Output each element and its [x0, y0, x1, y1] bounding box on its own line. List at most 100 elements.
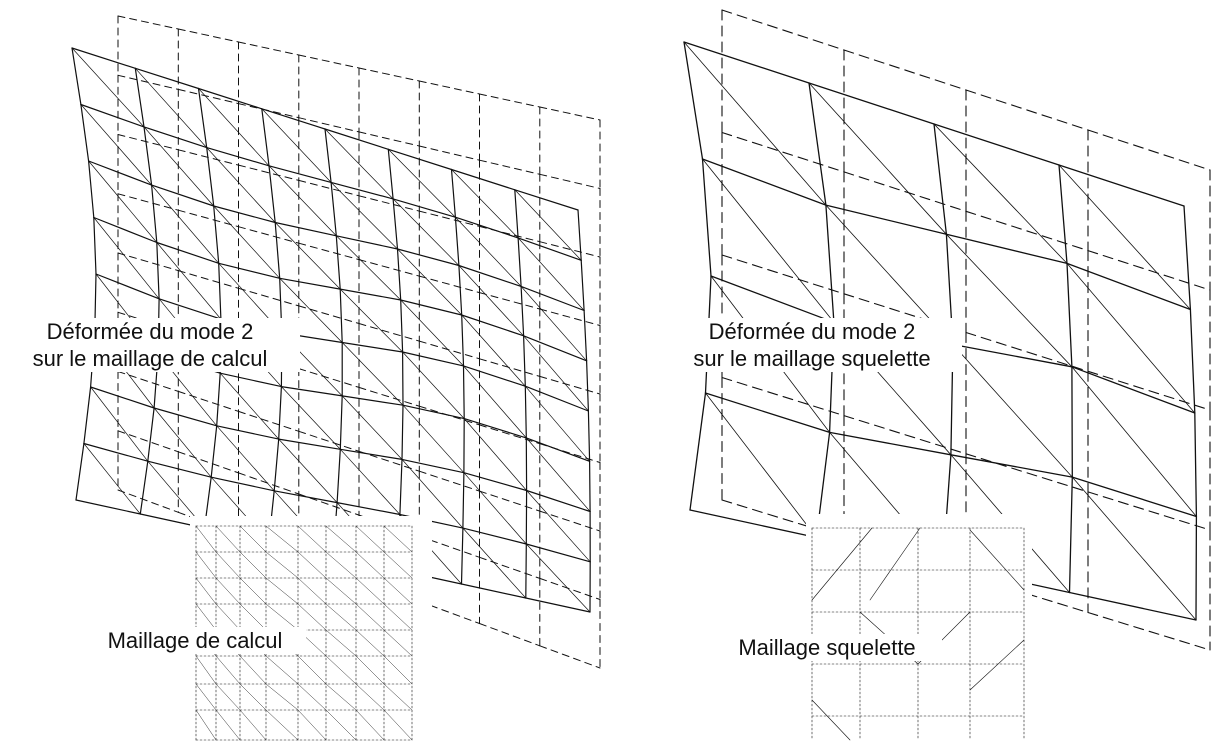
deformed-skeleton-horizontal-edge — [1071, 476, 1198, 518]
deformed-mesh-diagonal-edge — [455, 216, 522, 287]
deformed-mesh-diagonal-edge — [458, 265, 524, 337]
undeformed-mesh-horizontal-edge — [177, 209, 239, 228]
undeformed-mesh-horizontal-edge — [539, 308, 601, 326]
deformed-mesh-diagonal-edge — [143, 126, 215, 207]
computation-inset-diagonal-line — [297, 551, 327, 579]
undeformed-mesh-horizontal-edge — [479, 424, 541, 445]
deformed-mesh-horizontal-edge — [450, 168, 516, 191]
skeleton-mesh-deformed-label-line2: sur le maillage squelette — [693, 346, 931, 371]
deformed-mesh-vertical-edge — [80, 103, 90, 162]
undeformed-mesh-horizontal-edge — [298, 368, 360, 388]
deformed-mesh-diagonal-edge — [520, 286, 587, 362]
deformed-skeleton-diagonal-edge — [683, 41, 827, 206]
undeformed-skeleton-horizontal-edge — [843, 415, 967, 455]
skeleton-mesh-deformed-label-line1: Déformée du mode 2 — [708, 319, 916, 344]
undeformed-skeleton-horizontal-edge — [1087, 370, 1211, 411]
undeformed-mesh-horizontal-edge — [117, 193, 179, 211]
undeformed-mesh-horizontal-edge — [117, 371, 179, 392]
deformed-mesh-horizontal-edge — [514, 189, 579, 211]
deformed-mesh-vertical-edge — [210, 425, 218, 478]
computation-inset-diagonal-line — [325, 551, 357, 579]
deformed-mesh-horizontal-edge — [89, 386, 155, 409]
deformed-mesh-horizontal-edge — [280, 386, 343, 397]
deformed-mesh-horizontal-edge — [80, 103, 145, 128]
deformed-mesh-diagonal-edge — [451, 169, 519, 239]
deformed-skeleton-diagonal-edge — [952, 344, 1073, 478]
deformed-skeleton-horizontal-edge — [689, 509, 818, 539]
computation-inset-diagonal-line — [325, 577, 357, 605]
deformed-mesh-horizontal-edge — [278, 438, 341, 450]
deformed-mesh-vertical-edge — [151, 184, 158, 244]
deformed-mesh-horizontal-edge — [336, 502, 401, 516]
deformed-mesh-diagonal-edge — [213, 205, 281, 279]
deformed-mesh-diagonal-edge — [387, 148, 456, 218]
undeformed-mesh-horizontal-edge — [298, 430, 360, 452]
deformed-mesh-vertical-edge — [454, 216, 460, 267]
undeformed-mesh-horizontal-edge — [418, 210, 480, 227]
computation-inset-diagonal-line — [297, 525, 327, 553]
deformed-skeleton-vertical-edge — [701, 158, 712, 277]
undeformed-mesh-horizontal-edge — [117, 15, 179, 30]
deformed-mesh-diagonal-edge — [216, 425, 275, 492]
deformed-mesh-vertical-edge — [450, 168, 456, 218]
deformed-mesh-vertical-edge — [461, 314, 465, 367]
deformed-mesh-diagonal-edge — [341, 395, 403, 460]
deformed-mesh-horizontal-edge — [197, 87, 263, 110]
deformed-skeleton-horizontal-edge — [1068, 591, 1197, 621]
deformed-mesh-vertical-edge — [216, 372, 221, 427]
deformed-mesh-diagonal-edge — [463, 365, 527, 439]
computation-inset-diagonal-line — [325, 683, 357, 711]
computation-inset-diagonal-line — [325, 709, 357, 741]
deformed-mesh-horizontal-edge — [147, 460, 212, 478]
deformed-mesh-horizontal-edge — [93, 216, 158, 244]
deformed-mesh-vertical-edge — [517, 237, 522, 287]
deformed-mesh-horizontal-edge — [339, 288, 402, 301]
deformed-mesh-vertical-edge — [580, 259, 585, 312]
deformed-mesh-diagonal-edge — [268, 165, 337, 237]
computation-inset-diagonal-line — [195, 709, 217, 741]
deformed-mesh-horizontal-edge — [341, 341, 404, 353]
computation-inset-diagonal-line — [215, 709, 241, 741]
skeleton-inset-diagonal-line — [969, 529, 1025, 591]
computation-inset-diagonal-line — [355, 577, 385, 605]
undeformed-mesh-horizontal-edge — [539, 241, 601, 258]
deformed-mesh-vertical-edge — [71, 47, 82, 106]
undeformed-mesh-horizontal-edge — [418, 470, 480, 492]
deformed-mesh-diagonal-edge — [523, 335, 589, 412]
deformed-mesh-horizontal-edge — [525, 597, 591, 613]
deformed-mesh-horizontal-edge — [156, 241, 220, 264]
deformed-mesh-diagonal-edge — [525, 543, 591, 613]
deformed-mesh-horizontal-edge — [218, 262, 281, 279]
undeformed-mesh-horizontal-edge — [358, 259, 420, 277]
deformed-skeleton-horizontal-edge — [808, 82, 935, 125]
computation-inset-diagonal-line — [355, 525, 385, 553]
deformed-mesh-vertical-edge — [577, 209, 582, 261]
undeformed-mesh-horizontal-edge — [298, 117, 360, 133]
deformed-mesh-diagonal-edge — [524, 385, 590, 462]
computation-inset-diagonal-line — [239, 525, 267, 553]
deformed-mesh-vertical-edge — [273, 438, 280, 492]
undeformed-mesh-horizontal-edge — [418, 600, 480, 624]
computation-inset-diagonal-line — [383, 577, 413, 605]
skeleton-mesh-inset-background — [806, 514, 1032, 744]
deformed-mesh-diagonal-edge — [514, 189, 582, 261]
deformed-skeleton-horizontal-edge — [952, 343, 1073, 368]
undeformed-skeleton-horizontal-edge — [721, 9, 845, 51]
undeformed-mesh-horizontal-edge — [479, 93, 541, 108]
deformed-skeleton-horizontal-edge — [950, 454, 1073, 478]
computation-inset-diagonal-line — [355, 655, 385, 685]
computation-inset-diagonal-line — [195, 525, 217, 553]
computation-inset-diagonal-line — [325, 655, 357, 685]
deformed-skeleton-vertical-edge — [1183, 205, 1192, 311]
computation-inset-diagonal-line — [239, 655, 267, 685]
undeformed-skeleton-horizontal-edge — [843, 171, 967, 212]
deformed-mesh-diagonal-edge — [93, 217, 160, 300]
computation-inset-diagonal-line — [215, 577, 241, 605]
deformed-mesh-vertical-edge — [139, 460, 149, 515]
deformed-mesh-vertical-edge — [392, 198, 399, 250]
computation-inset-diagonal-line — [325, 525, 357, 553]
computation-inset-diagonal-line — [325, 603, 357, 631]
undeformed-skeleton-horizontal-edge — [1087, 491, 1211, 531]
deformed-mesh-horizontal-edge — [71, 47, 136, 69]
deformed-mesh-diagonal-edge — [206, 147, 276, 223]
